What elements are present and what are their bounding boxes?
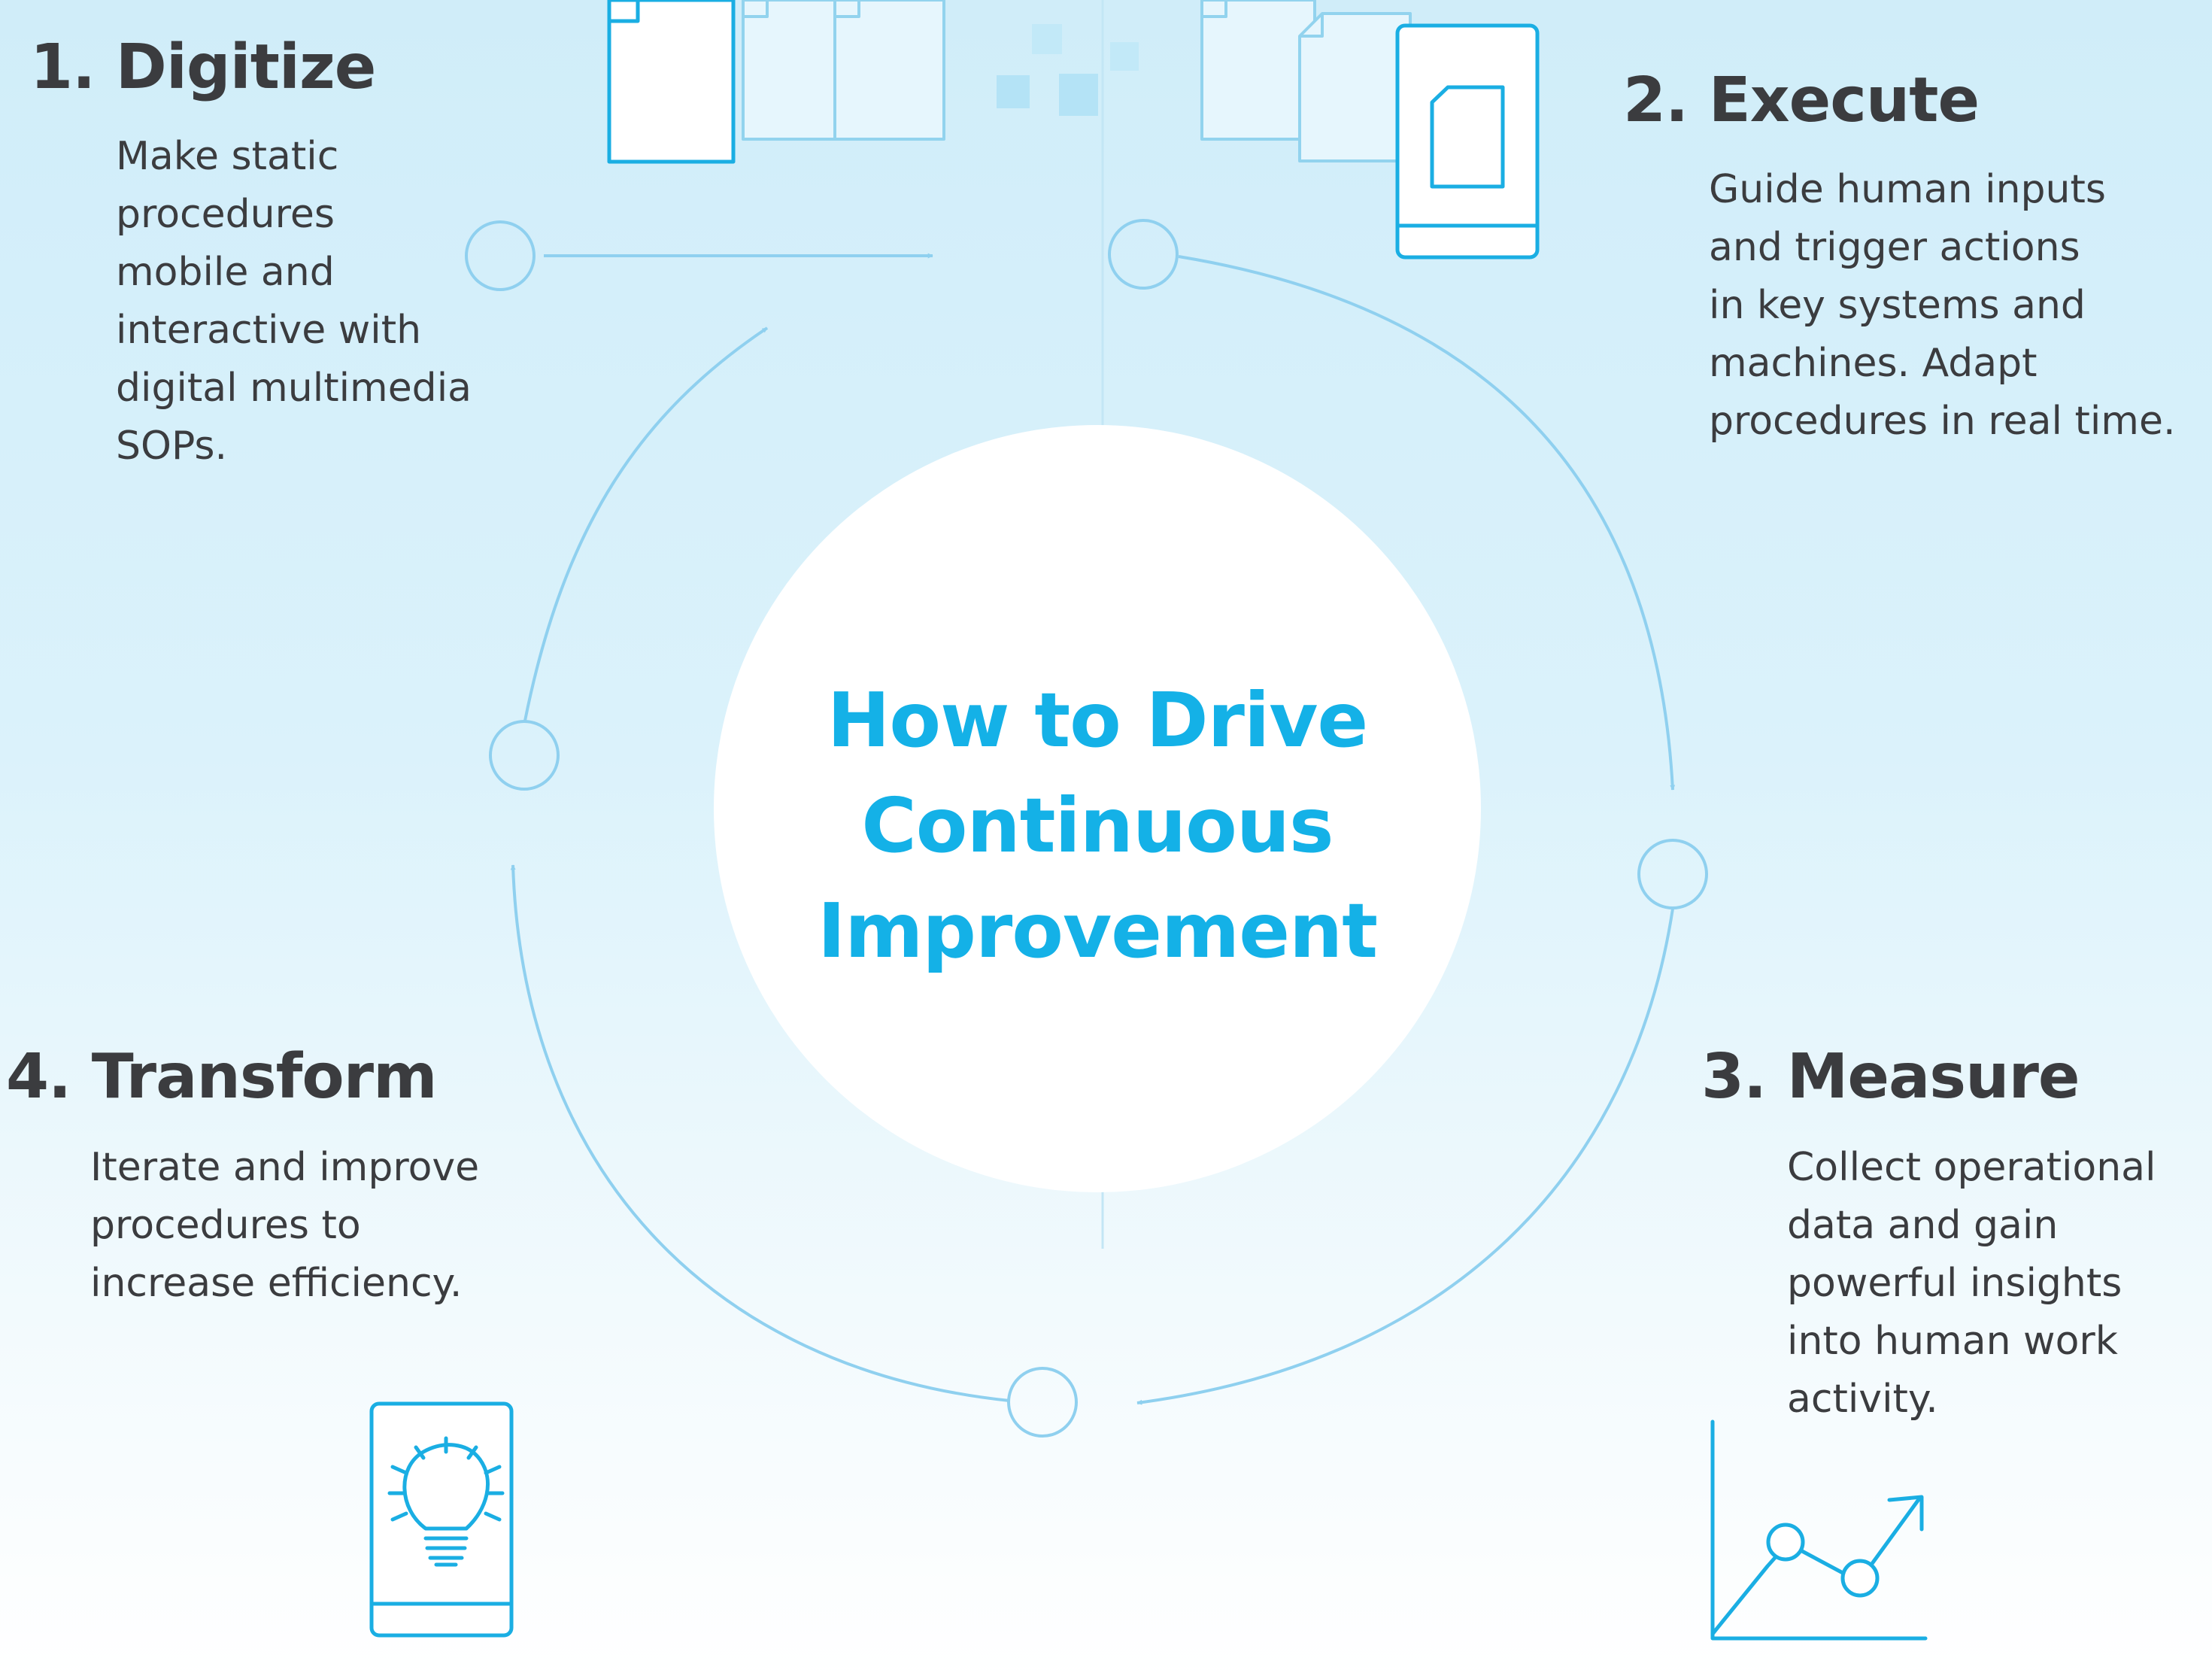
arrow-transform-to-digitize xyxy=(510,864,1010,1402)
pixel-squares-icon xyxy=(997,24,1139,116)
center-title: How to Drive Continuous Improvement xyxy=(817,676,1378,975)
step-transform-body: Iterate and improve procedures to increa… xyxy=(90,1145,480,1306)
step-digitize-body: Make static procedures mobile and intera… xyxy=(116,134,472,469)
step-digitize-title: 1. Digitize xyxy=(30,32,376,103)
step-measure-body: Collect operational data and gain powerf… xyxy=(1787,1145,2156,1422)
document-to-tablet-icon xyxy=(1200,0,1540,260)
line-chart-icon xyxy=(1710,1419,1928,1641)
cycle-node-transform xyxy=(1007,1367,1078,1438)
lightbulb-tablet-icon xyxy=(369,1401,514,1638)
documents-icon xyxy=(607,0,945,164)
cycle-node-measure xyxy=(1637,839,1708,909)
step-execute-title: 2. Execute xyxy=(1623,65,1980,136)
cycle-node-digitize xyxy=(465,220,536,291)
center-circle xyxy=(714,425,1481,1192)
step-transform-title: 4. Transform xyxy=(6,1041,438,1113)
step-measure-title: 3. Measure xyxy=(1701,1041,2080,1113)
step-execute-body: Guide human inputs and trigger actions i… xyxy=(1709,167,2176,444)
arrow-measure-to-transform xyxy=(1136,908,1674,1405)
cycle-node-execute xyxy=(1108,219,1179,290)
arrow-loop-to-digitize xyxy=(523,326,769,721)
arrow-execute-to-measure xyxy=(1178,255,1676,791)
cycle-node-loop xyxy=(489,720,560,791)
cycle-arrows xyxy=(510,253,1676,1405)
